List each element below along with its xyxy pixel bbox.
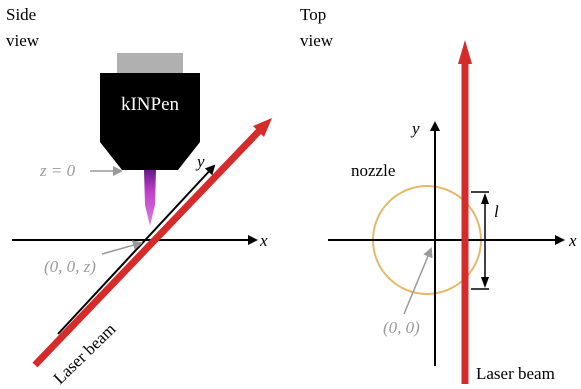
pen-cap (117, 53, 183, 73)
top-origin-label: (0, 0) (383, 318, 420, 337)
pen-body (100, 73, 200, 170)
l-arrow-down (481, 277, 489, 288)
device-label: kINPen (121, 94, 180, 115)
side-view-title-line2: view (6, 31, 40, 50)
top-laser-arrowhead (458, 40, 472, 64)
side-origin-arrow (101, 240, 143, 255)
side-view-title-line1: Side (6, 5, 36, 24)
side-y-axis (57, 164, 216, 335)
distance-label: l (494, 202, 499, 221)
kinpen-device: kINPen (100, 53, 200, 226)
side-laser-beam-label: Laser beam (50, 319, 120, 387)
side-laser-beam (32, 125, 265, 368)
l-arrow-up (481, 193, 489, 204)
top-origin-arrow (403, 247, 433, 315)
nozzle-label: nozzle (351, 161, 395, 180)
top-laser-beam-label: Laser beam (476, 364, 555, 383)
side-laser-arrowhead (253, 118, 272, 137)
top-view-panel: Top view nozzle y x l (0, 0) Laser beam (300, 5, 577, 384)
top-y-axis-label: y (410, 119, 420, 138)
z-zero-label: z = 0 (39, 161, 76, 180)
top-x-axis-label: x (568, 231, 577, 250)
side-view-panel: Side view kINPen z = 0 x y (0, 0, z) Las… (6, 5, 272, 388)
top-view-title-line1: Top (300, 5, 326, 24)
side-x-axis-label: x (259, 231, 268, 250)
side-y-axis-label: y (195, 152, 205, 171)
top-view-title-line2: view (300, 31, 334, 50)
side-origin-label: (0, 0, z) (44, 257, 96, 276)
plasma-jet (144, 170, 156, 226)
